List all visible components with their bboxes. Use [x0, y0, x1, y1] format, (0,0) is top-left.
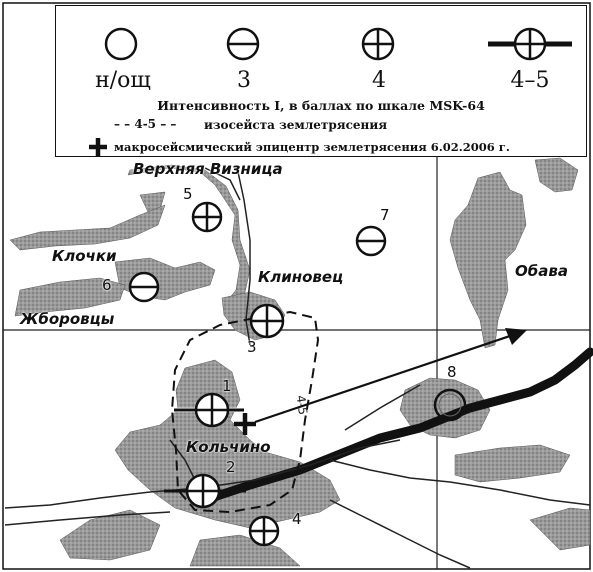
legend-label-none: н/ощ	[95, 68, 151, 93]
legend-epicenter-text: макросейсмический эпицентр землетрясения…	[114, 140, 510, 154]
place-zhborovtsy: Жборовцы	[20, 310, 115, 328]
place-obava: Обава	[515, 262, 568, 280]
legend-label-3: 3	[237, 68, 251, 93]
circle-cross-icon	[361, 27, 395, 61]
legend-scale-caption: Интенсивность I, в баллах по шкале MSK-6…	[157, 98, 485, 113]
epicenter-cross-icon	[234, 413, 256, 435]
site-5-intensity-4-icon	[191, 201, 223, 233]
site-label-4: 4	[292, 510, 302, 528]
legend-isoseist-label: – – 4-5 – –	[114, 117, 177, 131]
site-7-intensity-3-icon	[355, 225, 387, 257]
site-1-intensity-4-5-icon	[172, 392, 246, 428]
legend-symbols	[89, 27, 572, 156]
legend-label-4-5: 4–5	[510, 68, 550, 93]
circle-cross-extended-icon	[488, 27, 572, 61]
direction-arrow	[254, 328, 527, 424]
site-label-3: 3	[247, 338, 257, 356]
open-circle-icon	[104, 27, 138, 61]
place-kolchino: Кольчино	[186, 438, 271, 456]
site-label-1: 1	[222, 377, 232, 395]
legend-isoseist-text: изосейста землетрясения	[204, 118, 388, 132]
legend-box: н/ощ 3 4 4–5 Интенсивность I, в баллах п…	[55, 5, 587, 157]
site-8-not-felt-icon	[433, 388, 467, 422]
isoseist-map-label: 4-5	[293, 394, 311, 416]
site-2-intensity-4-5-icon	[164, 473, 246, 509]
site-label-2: 2	[226, 458, 236, 476]
site-4-intensity-4-icon	[248, 515, 280, 547]
legend-label-4: 4	[372, 68, 386, 93]
place-klochki: Клочки	[52, 247, 117, 265]
site-label-6: 6	[102, 276, 112, 294]
legend-epicenter-cross-icon	[89, 138, 107, 156]
site-label-8: 8	[447, 363, 457, 381]
site-label-5: 5	[183, 185, 193, 203]
site-6-intensity-3-icon	[128, 271, 160, 303]
place-verkhnyaya-viznitsa: Верхняя Визница	[133, 160, 283, 178]
place-klinovets: Клиновец	[258, 268, 344, 286]
circle-horizontal-line-icon	[226, 27, 260, 61]
site-label-7: 7	[380, 206, 390, 224]
site-3-intensity-4-icon	[249, 303, 285, 339]
